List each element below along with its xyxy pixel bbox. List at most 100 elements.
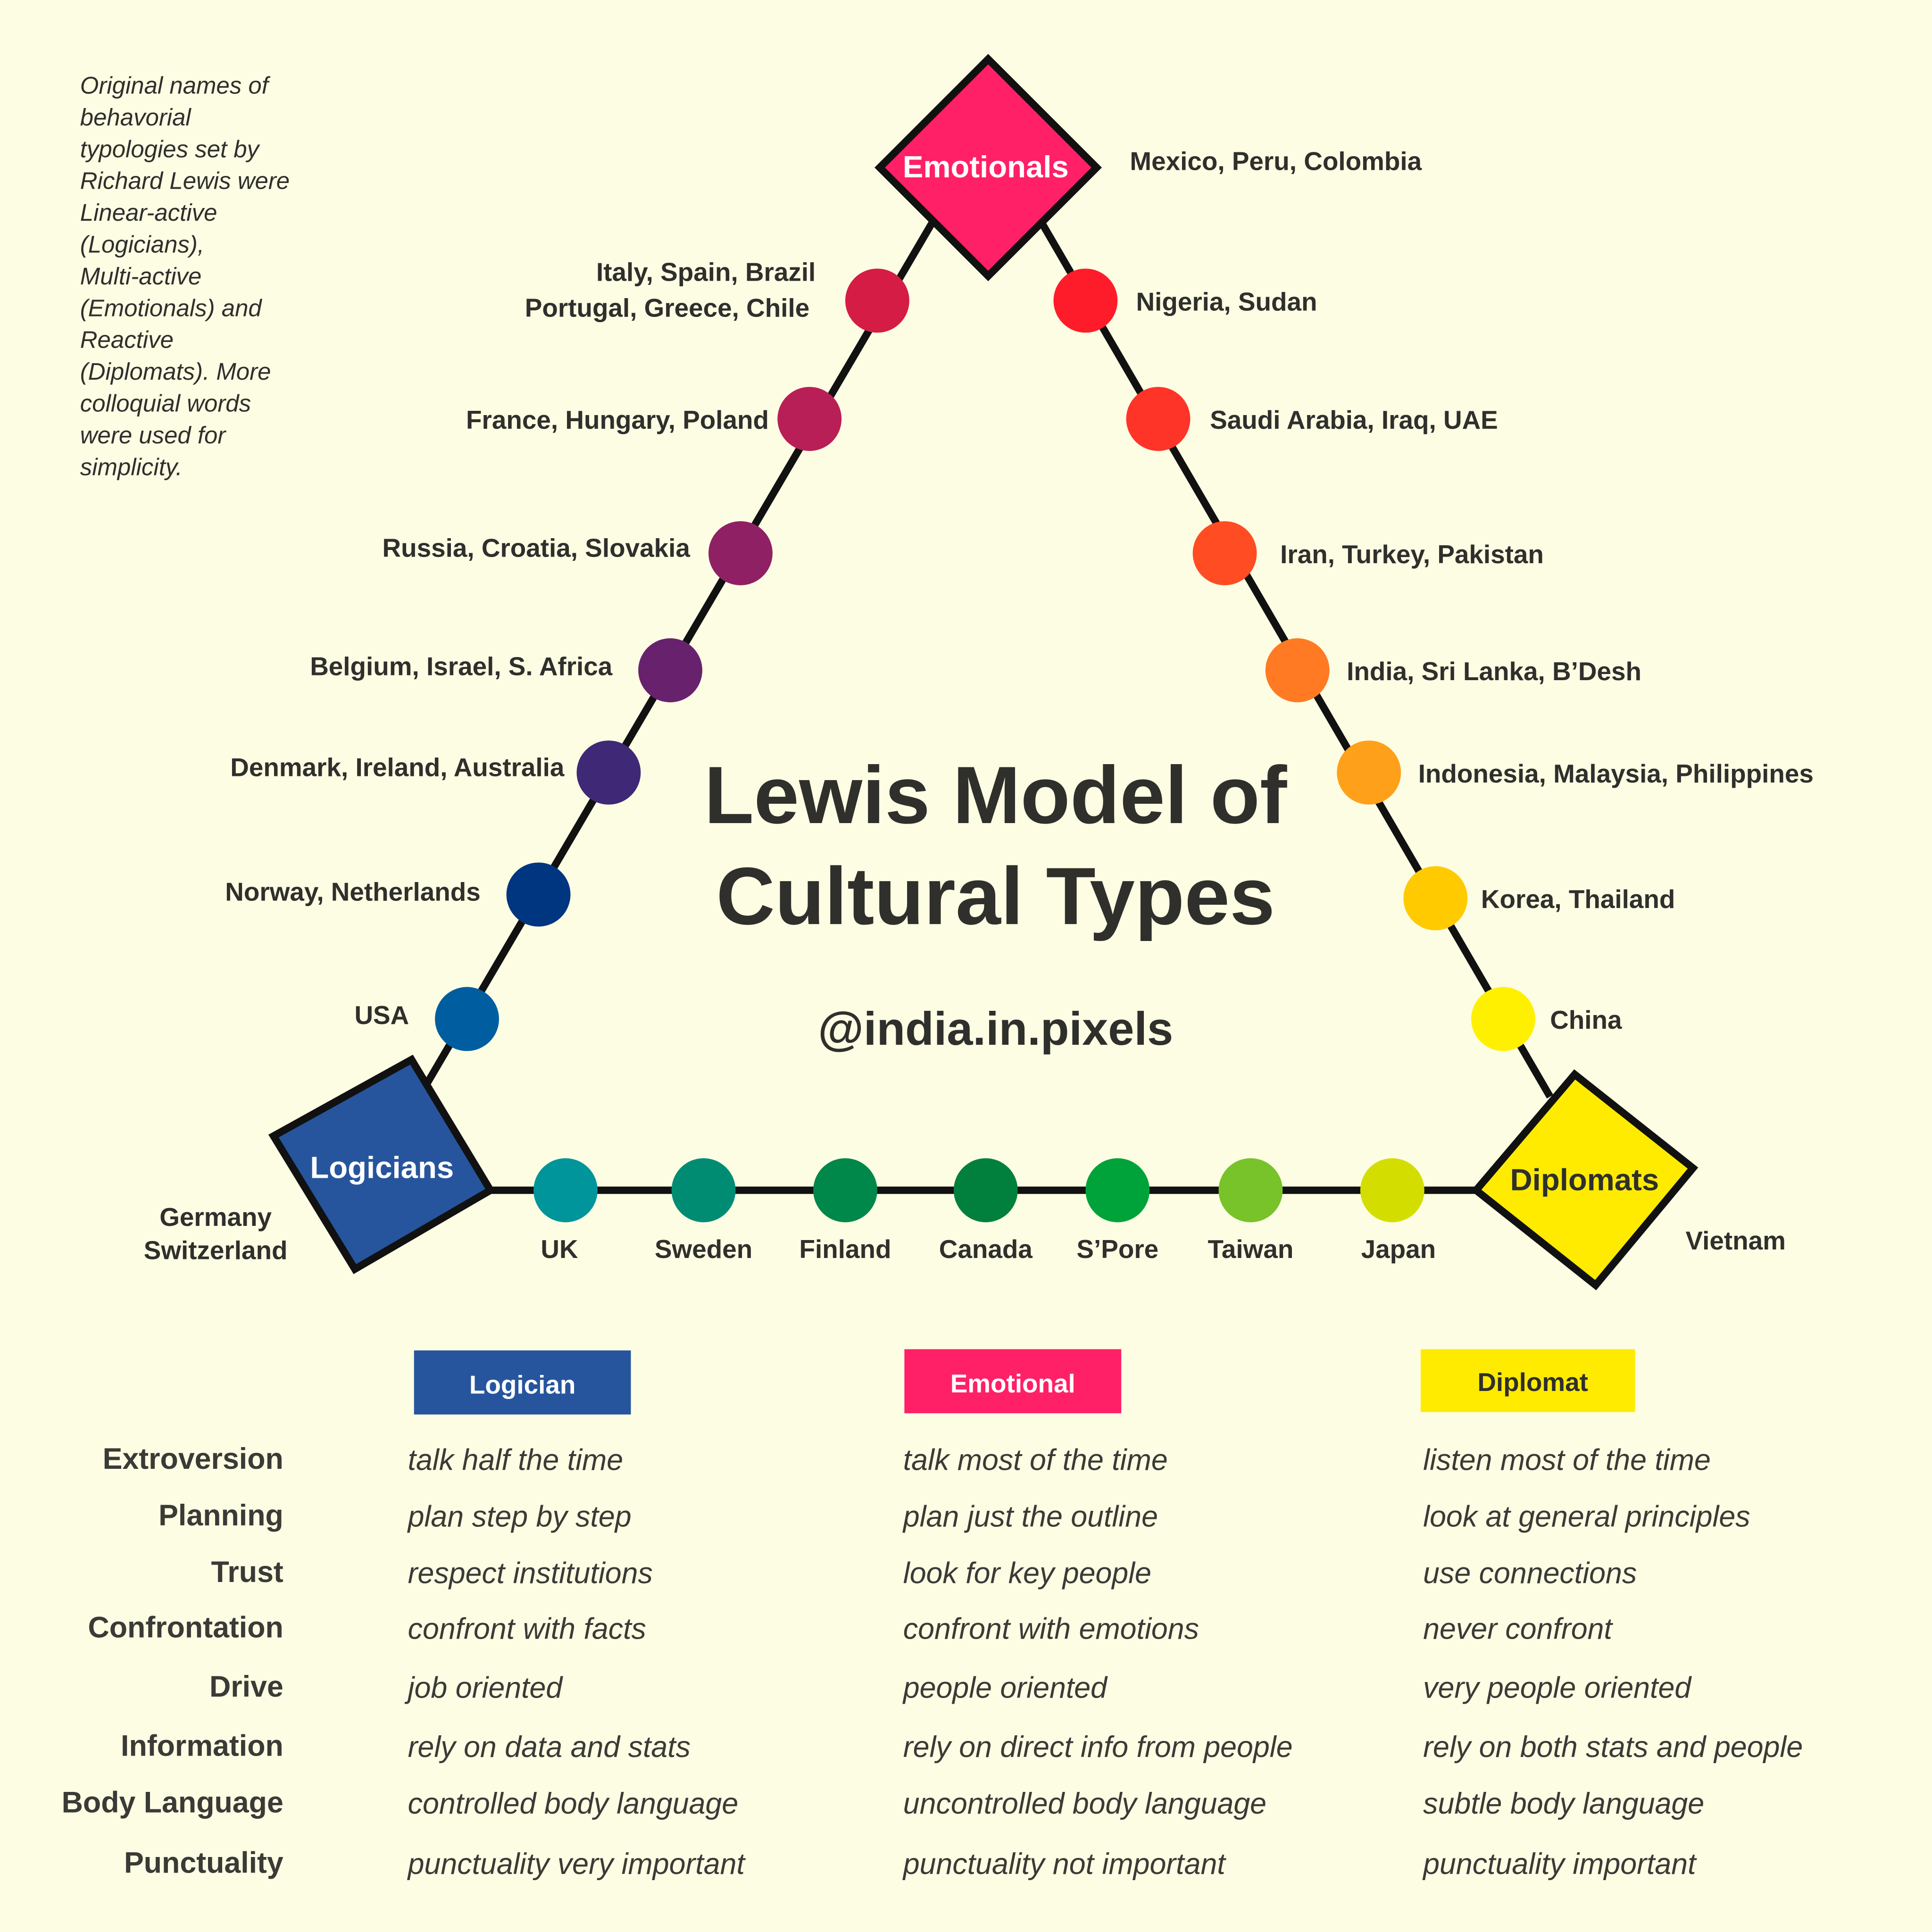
country-dot [1403,866,1468,931]
node-logicians: Logicians Germany Switzerland [144,1055,496,1274]
note-line: Richard Lewis were [80,167,290,194]
table-cell: listen most of the time [1423,1443,1711,1476]
country-dot [1085,1158,1150,1223]
table-cell: confront with emotions [903,1612,1199,1645]
country-label: Finland [799,1234,891,1264]
country-dot [1265,638,1330,702]
header-diplomat-bg [1420,1349,1635,1412]
row-label: Trust [211,1556,283,1589]
logicians-country-1: Germany [159,1202,272,1232]
country-dot [953,1158,1018,1223]
row-label: Drive [209,1670,283,1703]
note-line: colloquial words [80,390,251,416]
table-cell: punctuality not important [902,1848,1227,1881]
country-label: Sweden [655,1234,752,1264]
country-dot [533,1158,598,1223]
emotionals-label: Emotionals [903,150,1069,184]
diplomats-countries: Vietnam [1686,1226,1786,1255]
table-cell: plan just the outline [902,1500,1158,1533]
note-line: behavorial [80,104,192,131]
country-label: Portugal, Greece, Chile [525,293,809,322]
country-label: France, Hungary, Poland [466,405,769,434]
table-cell: controlled body language [408,1787,739,1820]
table-cell: confront with facts [408,1612,646,1645]
country-dot [576,740,641,805]
country-label: Indonesia, Malaysia, Philippines [1418,759,1814,788]
note-line: Multi-active [80,263,202,290]
table-cell: subtle body language [1423,1787,1704,1820]
table-cell: job oriented [404,1672,564,1705]
note-line: typologies set by [80,135,261,162]
country-label: Nigeria, Sudan [1136,287,1317,316]
country-label: India, Sri Lanka, B’Desh [1347,657,1641,686]
table-cell: punctuality important [1422,1848,1697,1881]
row-label: Extroversion [103,1442,283,1475]
country-dot [1192,521,1257,585]
comparison-table: Logician Emotional Diplomat Extroversion… [62,1349,1803,1881]
country-dot [671,1158,736,1223]
country-label: Belgium, Israel, S. Africa [310,652,613,681]
country-label: Canada [939,1234,1033,1264]
table-row: Punctuality punctuality very important pun… [124,1847,1697,1881]
table-cell: rely on data and stats [408,1731,691,1764]
header-diplomat: Diplomat [1477,1367,1588,1397]
note-line: were used for [80,422,227,449]
country-dot [1337,740,1401,805]
country-label: USA [354,1000,409,1030]
table-cell: rely on direct info from people [903,1731,1293,1764]
note-line: Original names of [80,72,271,99]
country-label: S’Pore [1076,1234,1158,1264]
header-logician-bg [414,1350,631,1415]
table-cell: talk most of the time [903,1443,1168,1476]
node-diplomats: Diplomats Vietnam [1471,1069,1786,1291]
country-dot [777,387,842,451]
node-emotionals: Emotionals Mexico, Peru, Colombia [874,54,1422,282]
note-line: (Logicians), [80,231,204,258]
note-line: Reactive [80,326,174,353]
table-cell: respect institutions [408,1557,653,1590]
country-label: Taiwan [1208,1234,1294,1264]
country-label: UK [541,1234,578,1264]
country-dot [1360,1158,1424,1223]
table-row: Confrontation confront with facts confront… [88,1611,1613,1646]
row-label: Punctuality [124,1847,283,1880]
country-label: Saudi Arabia, Iraq, UAE [1210,405,1498,434]
note-line: (Emotionals) and [80,294,263,321]
table-cell: look for key people [903,1557,1151,1590]
table-cell: punctuality very important [407,1848,746,1881]
country-label: Korea, Thailand [1481,884,1675,914]
table-cell: people oriented [902,1672,1108,1705]
diplomats-label: Diplomats [1510,1162,1659,1197]
country-dot [638,638,702,702]
table-cell: very people oriented [1423,1672,1692,1705]
note-line: Linear-active [80,199,217,226]
logicians-country-2: Switzerland [144,1236,288,1265]
country-label: Norway, Netherlands [225,877,480,907]
row-label: Confrontation [88,1611,283,1644]
table-row: Trust respect institutions look for key pe… [211,1556,1637,1590]
country-dot [1471,987,1535,1051]
table-cell: uncontrolled body language [903,1787,1266,1820]
country-dot [435,987,499,1051]
table-row: Information rely on data and stats rely on… [121,1729,1803,1764]
country-dot [1126,387,1191,451]
table-row: Drive job oriented people oriented very peo… [209,1670,1692,1705]
country-label: China [1550,1005,1622,1034]
table-cell: plan step by step [407,1500,632,1533]
header-emotional-bg [904,1349,1122,1414]
country-label: Italy, Spain, Brazil [596,258,816,287]
side-note: Original names of behavorial typologies se… [80,72,290,481]
country-dot [813,1158,877,1223]
country-dot [708,521,773,585]
row-label: Information [121,1729,283,1762]
diplomats-diamond [1471,1069,1699,1291]
emotionals-countries: Mexico, Peru, Colombia [1130,146,1422,175]
country-label: Iran, Turkey, Pakistan [1280,540,1544,569]
